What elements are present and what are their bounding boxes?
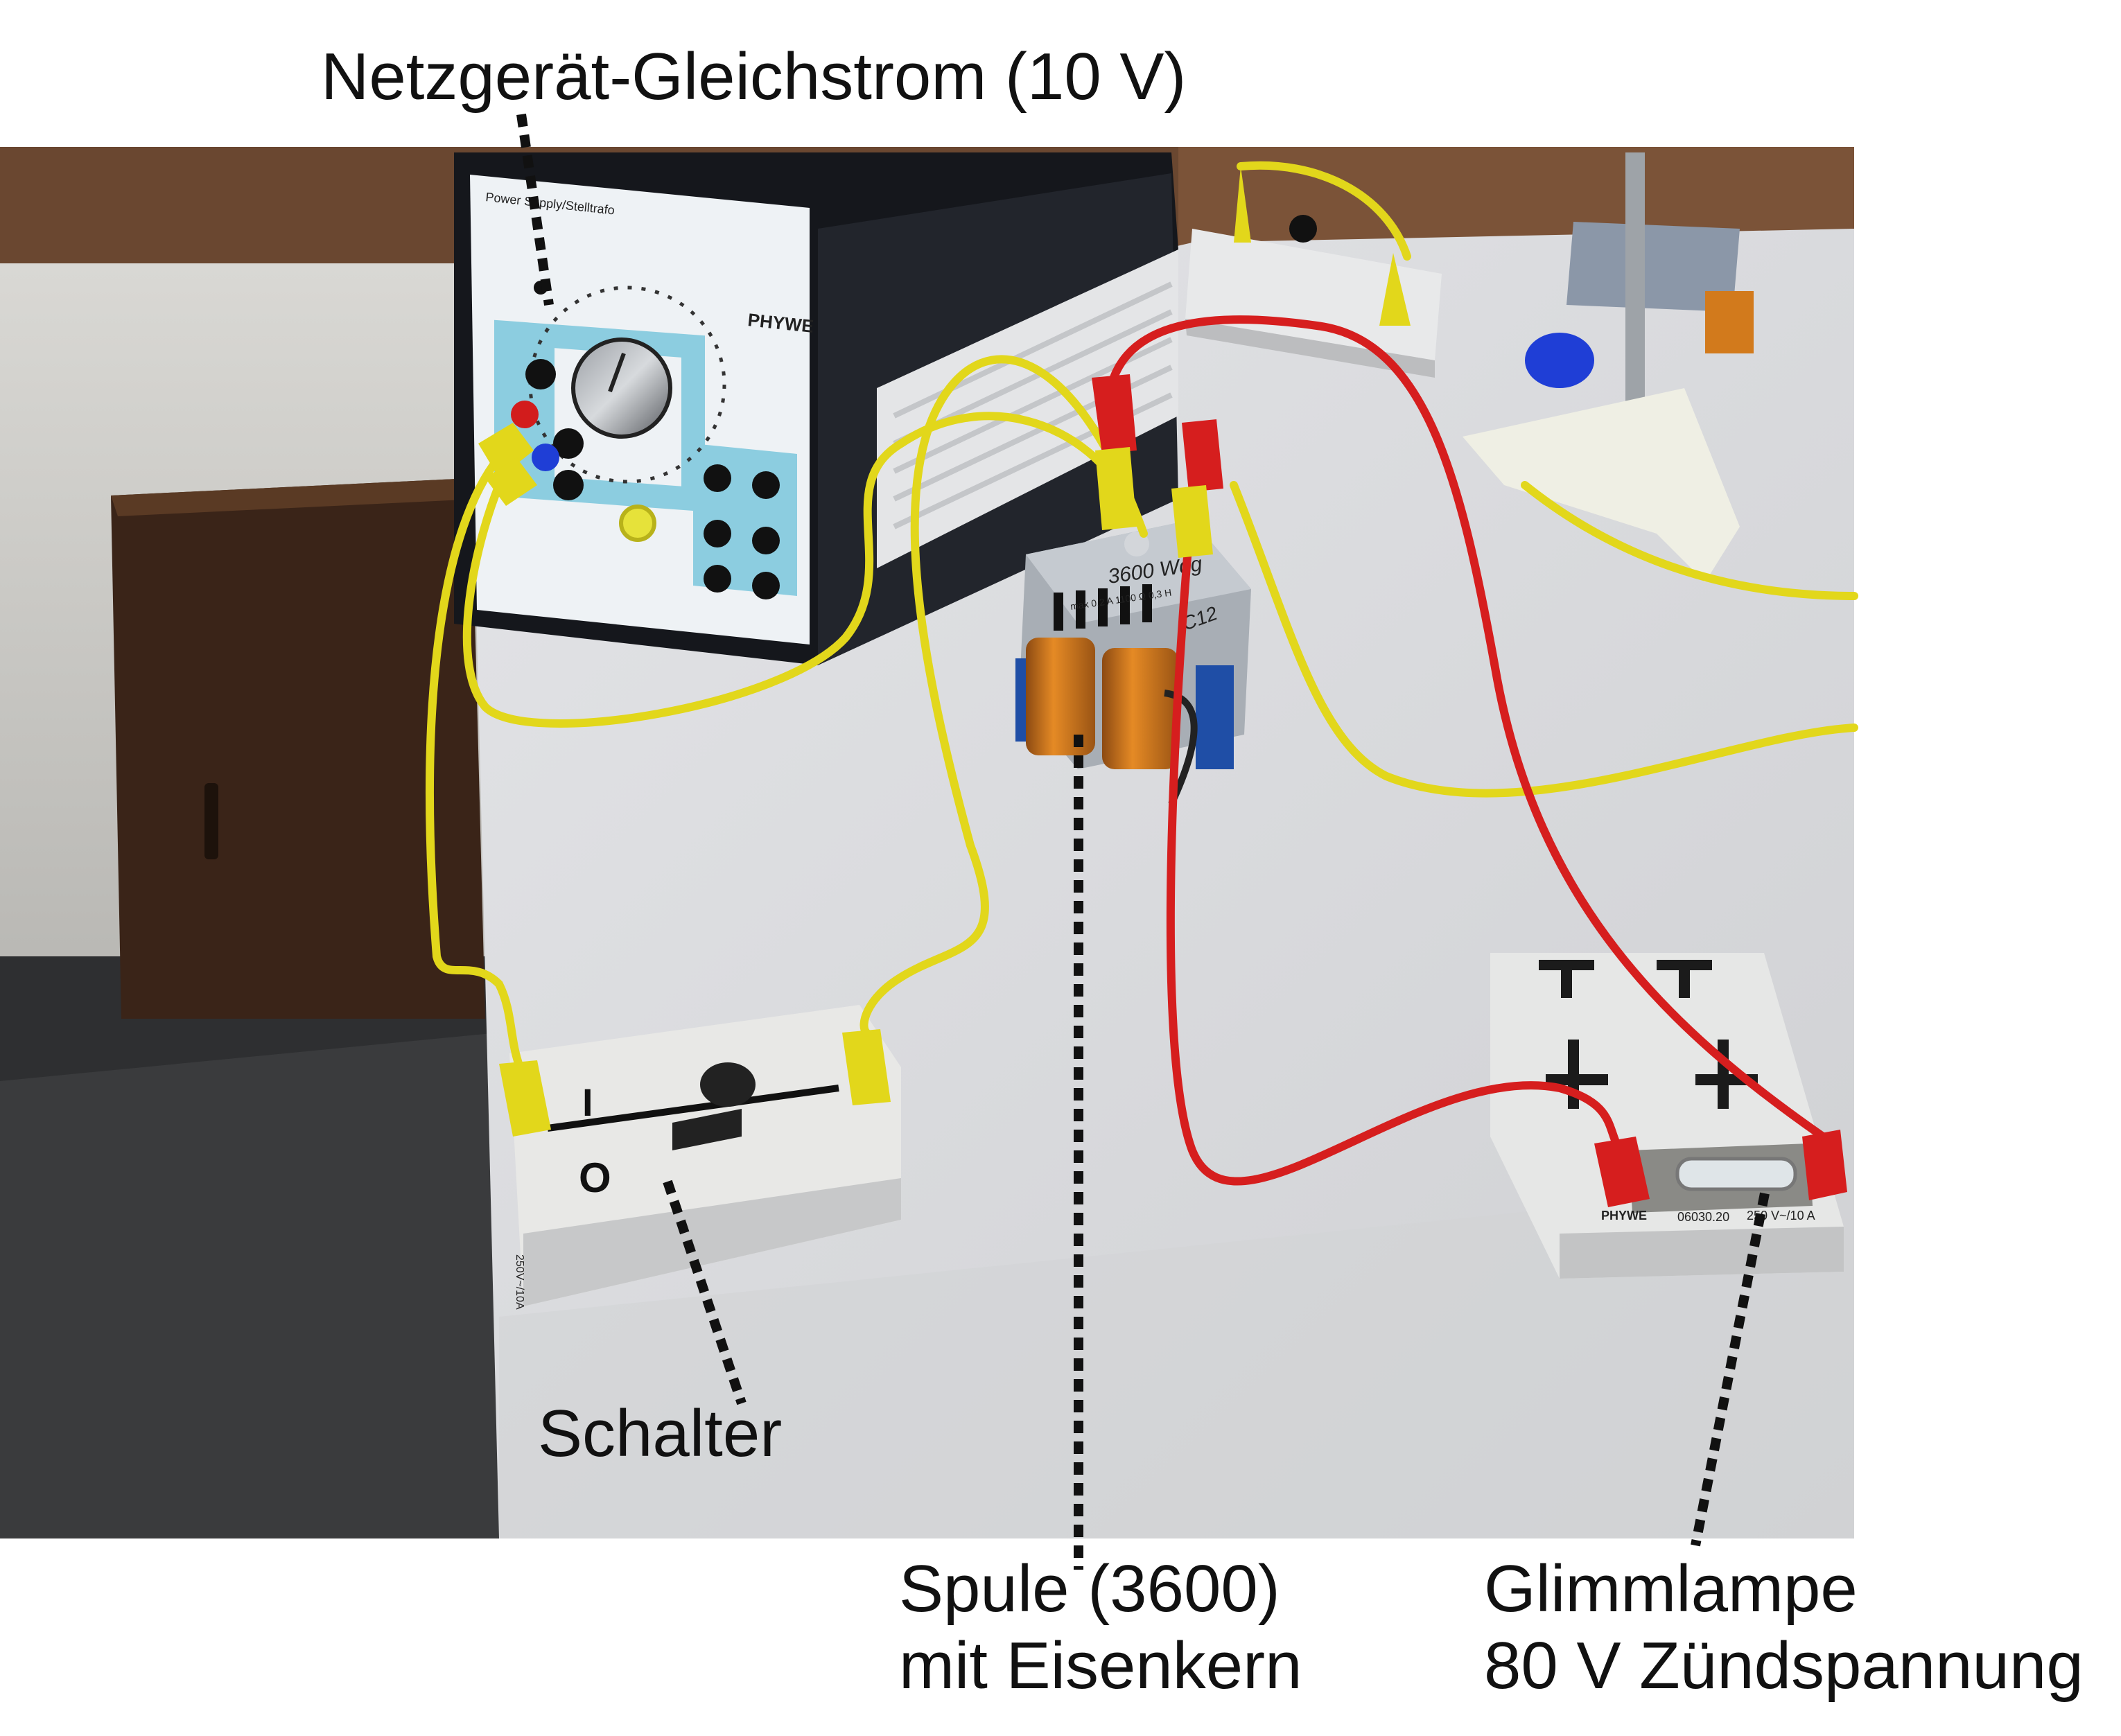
pointer-power-supply [516, 113, 554, 306]
pointer-switch [663, 1180, 747, 1405]
switch-off-mark: O [579, 1155, 611, 1201]
power-supply-label-text: Netzgerät-Gleichstrom (10 V) [321, 40, 1187, 114]
pointer-lamp [1691, 1192, 1770, 1547]
lamp-brand-text: PHYWE [1601, 1209, 1647, 1222]
switch-label-text: Schalter [538, 1396, 783, 1471]
lamp-part-text: 06030.20 [1677, 1210, 1729, 1224]
switch-label: Schalter [538, 1395, 782, 1472]
glow-lamp-label: Glimmlampe 80 V Zündspannung [1484, 1550, 2084, 1705]
yellow-wires [426, 161, 1858, 1071]
power-supply-unit: PHYWE Power Supply/Stelltrafo [454, 152, 1178, 665]
switch-on-mark: I [582, 1080, 593, 1124]
glow-lamp-label-line1: Glimmlampe [1484, 1552, 1858, 1626]
switch-module: I O 250V~/10A [499, 1005, 901, 1310]
red-wires [1103, 315, 1827, 1186]
glow-lamp-label-line2: 80 V Zündspannung [1484, 1629, 2084, 1703]
background-stand [1463, 152, 1754, 582]
coil-label-line2: mit Eisenkern [899, 1629, 1302, 1703]
annotation-pointers [516, 113, 1770, 1570]
background-switch-module [1185, 166, 1442, 378]
coil-module: 3600 Wdg max 0,2 A 1100 Ω 0,3 H C12 [1015, 520, 1251, 806]
switch-rating-text: 250V~/10A [514, 1254, 525, 1310]
power-supply-label: Netzgerät-Gleichstrom (10 V) [321, 38, 1186, 115]
coil-label: Spule (3600) mit Eisenkern [899, 1550, 1302, 1705]
glow-lamp-module: PHYWE 06030.20 250 V~/10 A [1490, 953, 1847, 1279]
wire-plugs [478, 374, 1223, 558]
coil-label-line1: Spule (3600) [899, 1552, 1280, 1626]
